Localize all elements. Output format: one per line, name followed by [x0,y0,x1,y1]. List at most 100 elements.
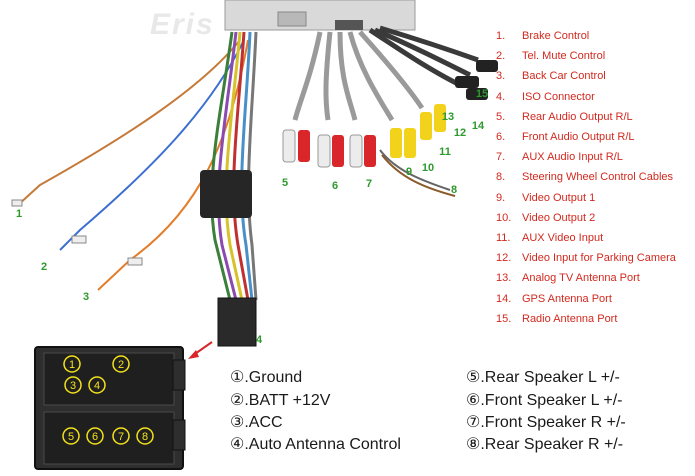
rca-plug-white [317,134,331,168]
callout-13: 13 [441,111,455,123]
legend-item: 1.Brake Control [496,26,676,46]
bundle-wire [240,31,254,301]
legend-item-label: Back Car Control [522,70,606,83]
connector-pin-label: 2 [118,359,124,371]
legend-item: 4. ISO Connector [496,87,676,107]
connector-pin-circle [112,355,130,373]
bundle-wire [217,31,238,301]
callout-1: 1 [15,208,23,220]
rca-plug-yellow [420,112,432,140]
wire-1-tip [11,199,23,207]
callout-2: 2 [40,261,48,273]
callout-14: 14 [471,120,485,132]
rca-plug-yellow [390,128,402,158]
callout-6: 6 [331,180,339,192]
legend-item: 15.Radio Antenna Port [496,309,676,329]
legend-item-label: Tel. Mute Control [522,50,606,63]
mute-control-wire [59,39,245,251]
bundle-clip [200,170,252,218]
iso-connector-small [217,297,257,347]
legend-item: 11. AUX Video Input [496,228,676,248]
wire-2-tip [71,235,87,244]
pin-legend-item: ⑤.Rear Speaker L +/- [466,369,620,387]
callout-10: 10 [421,162,435,174]
rca-plug-yellow [404,128,416,158]
rca-plug-red [298,130,310,162]
legend-item: 10.Video Output 2 [496,208,676,228]
legend-item-label: ISO Connector [522,90,595,103]
steering-wire [381,154,456,197]
rca-plug-red [332,135,344,167]
callout-8: 8 [450,184,458,196]
legend-item-label: AUX Audio Input R/L [522,151,623,164]
pin-legend-item: ④.Auto Antenna Control [230,436,401,454]
bundle-wire [232,31,250,301]
callout-9: 9 [405,166,413,178]
rca-plug-white [349,134,363,168]
legend-item-label: Radio Antenna Port [522,312,618,325]
antenna-plug [476,60,498,72]
callout-5: 5 [281,177,289,189]
legend-item: 13. Analog TV Antenna Port [496,268,676,288]
connector-pin-circle [86,427,104,445]
connector-pin-label: 6 [92,431,98,443]
callout-12: 12 [453,127,467,139]
legend-item-number: 10. [496,211,512,224]
component-legend: 1.Brake Control 2. Tel. Mute Control 3.Back… [496,26,676,329]
legend-item-label: Video Output 1 [522,191,596,204]
connector-pin-label: 1 [69,359,75,371]
legend-item-number: 5. [496,110,506,123]
connector-pin-circle [62,427,80,445]
legend-item: 5. Rear Audio Output R/L [496,107,676,127]
pin-legend-item: ⑧.Rear Speaker R +/- [466,436,624,454]
connector-pin-circle [88,376,106,394]
brand-watermark: Eris [150,8,215,41]
head-unit-socket [335,20,363,30]
legend-item-label: GPS Antenna Port [522,292,612,305]
legend-item-label: Front Audio Output R/L [522,131,635,144]
legend-item-label: Video Input for Parking Camera [522,252,676,265]
bundle-wire [247,31,258,301]
wire-3-tip [127,257,143,266]
legend-item-label: Rear Audio Output R/L [522,110,633,123]
callout-15: 15 [475,88,489,100]
legend-item-number: 7. [496,151,506,164]
connector-pin-circle [64,376,82,394]
callout-4: 4 [255,334,263,346]
legend-item-number: 4. [496,90,506,103]
legend-item-label: Steering Wheel Control Cables [522,171,674,184]
legend-item-number: 13. [496,272,512,285]
antenna-plug [466,88,488,100]
legend-item: 6.Front Audio Output R/L [496,127,676,147]
legend-item: 14.GPS Antenna Port [496,288,676,308]
legend-item-number: 11. [496,231,511,244]
head-unit-port [277,11,307,27]
rca-plug-white [282,129,296,163]
pin-legend-item: ③.ACC [230,413,283,431]
legend-item-number: 8. [496,171,506,184]
legend-item: 8. Steering Wheel Control Cables [496,167,676,187]
iso-connector-diagram [34,346,186,470]
connector-pin-label: 3 [70,380,76,392]
connector-pin-label: 8 [142,431,148,443]
legend-item-label: AUX Video Input [522,231,604,244]
pin-legend-item: ⑦.Front Speaker R +/- [466,413,626,431]
legend-item: 9.Video Output 1 [496,188,676,208]
pin-legend-item: ②.BATT +12V [230,391,331,409]
bundle-wire [210,31,234,301]
connector-pin-circle [136,427,154,445]
rca-plug-red [364,135,376,167]
steering-wire [379,149,451,191]
legend-item-number: 2. [496,50,506,63]
callout-11: 11 [439,146,451,158]
legend-item-label: Analog TV Antenna Port [522,272,640,285]
legend-item: 2. Tel. Mute Control [496,46,676,66]
legend-item: 3.Back Car Control [496,66,676,86]
brake-control-wire [17,39,241,206]
bundle-wire [224,31,244,301]
antenna-plug [455,76,479,88]
connector-pin-label: 5 [68,431,74,443]
legend-item-label: Brake Control [522,30,590,43]
